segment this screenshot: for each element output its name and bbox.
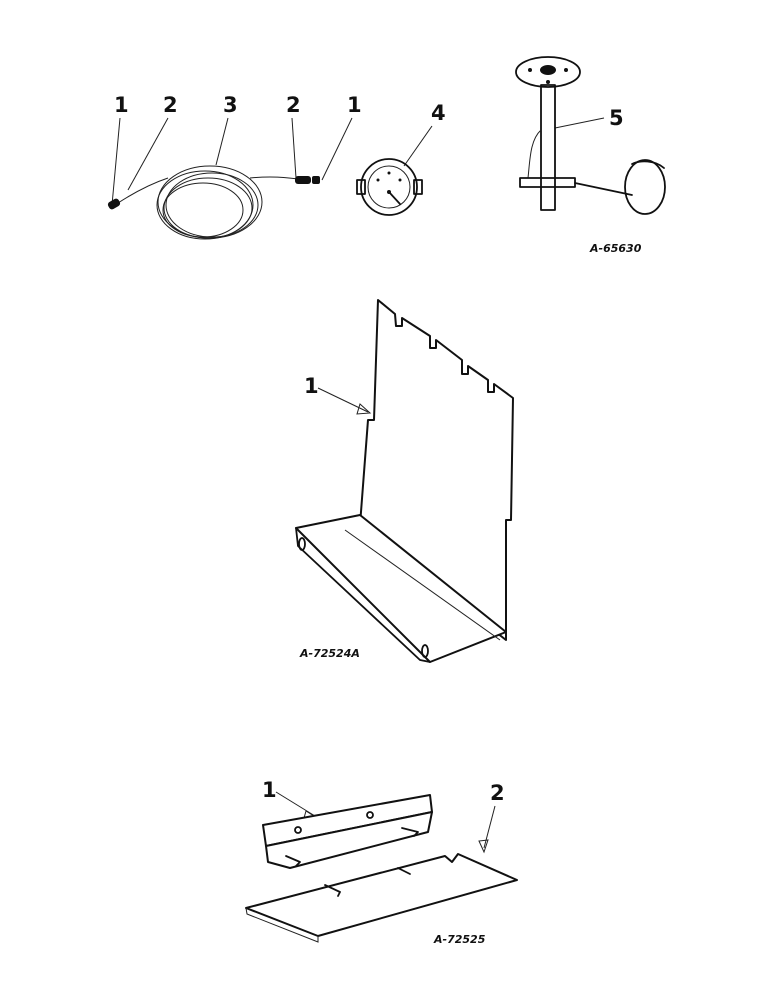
leader-2-left [127, 117, 169, 191]
float [624, 159, 666, 215]
figure-id-a-65630: A-65630 [589, 242, 642, 255]
callout-4: 4 [431, 101, 446, 125]
callout-fig3-2: 2 [490, 781, 505, 805]
ferrule-right [295, 176, 311, 184]
flange-hole-left [298, 537, 306, 551]
bracket-slot-left [285, 855, 301, 867]
figure-a-65630: 1 2 3 2 1 4 5 [107, 56, 666, 255]
bracket-hole-left [294, 826, 302, 834]
sender-wire [527, 129, 542, 179]
callout-fig3-1: 1 [262, 778, 277, 802]
figure-a-72525: 1 2 A-72525 [245, 778, 518, 946]
callout-2-right: 2 [286, 93, 301, 117]
fitting-right [312, 176, 320, 184]
cable-assembly [107, 165, 320, 240]
leader-1-right [321, 117, 353, 181]
float-arm [574, 182, 633, 196]
callout-3: 3 [223, 93, 238, 117]
leader-2-right [291, 117, 297, 179]
bracket-hole-right [366, 811, 374, 819]
angle-bracket-horizontal [265, 811, 433, 869]
leader-fig2-1 [317, 387, 369, 413]
callout-1-right: 1 [347, 93, 362, 117]
figure-id-a-72524a: A-72524A [299, 647, 360, 660]
callout-1-left: 1 [114, 93, 129, 117]
sender-post [540, 84, 556, 211]
leader-1-left [111, 117, 121, 206]
sender-unit [515, 56, 666, 215]
figure-id-a-72525: A-72525 [433, 933, 486, 946]
leader-3 [215, 117, 229, 166]
leader-5 [554, 117, 605, 129]
cable-end-left [117, 177, 169, 204]
float-arm-pivot [519, 177, 576, 188]
leader-lines-fig1 [111, 117, 605, 206]
callout-fig2-1: 1 [304, 374, 319, 398]
figure-a-72524a: 1 A-72524A [295, 299, 514, 663]
fitting-left [107, 198, 121, 210]
gauge-face [367, 165, 411, 209]
cable-coil [156, 170, 254, 240]
gauge-bezel [360, 158, 418, 216]
bracket-slot-right [401, 827, 419, 837]
flange-hole-right [421, 644, 429, 658]
leader-4 [403, 125, 433, 167]
shield-bottom-flange [295, 514, 507, 663]
gauge-needle [388, 191, 401, 205]
gauge [356, 158, 423, 216]
callout-2-left: 2 [163, 93, 178, 117]
sender-flange [515, 56, 581, 88]
callout-5: 5 [609, 106, 624, 130]
leader-fig3-1 [275, 791, 316, 817]
leader-fig3-2 [483, 805, 496, 849]
